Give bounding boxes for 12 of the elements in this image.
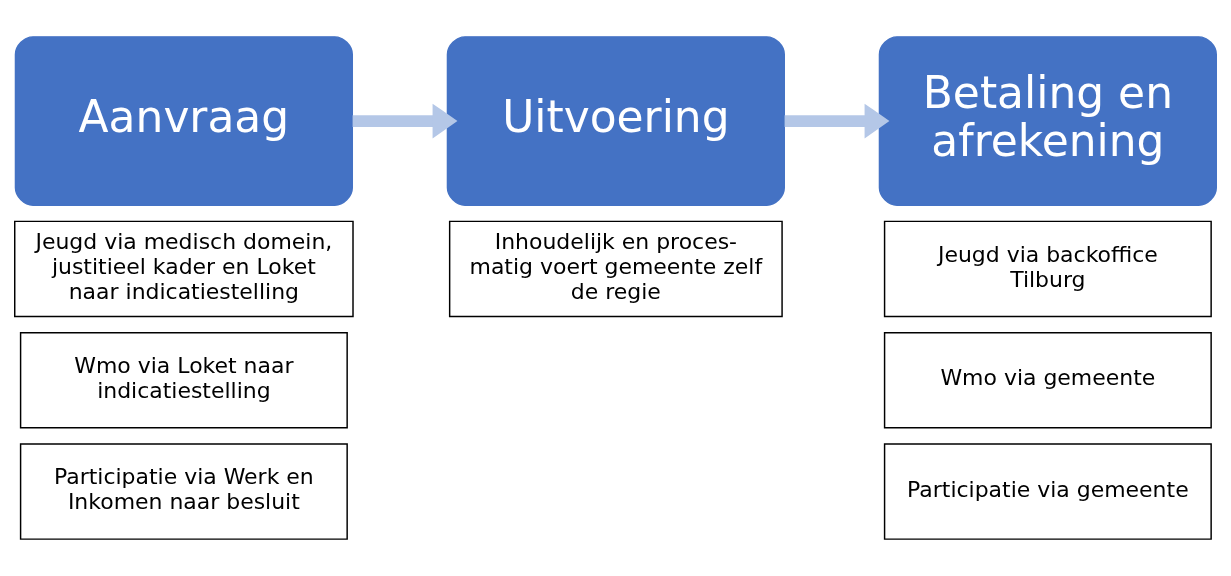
- arrow: [352, 103, 458, 139]
- node-box: Wmo via gemeente: [883, 331, 1212, 429]
- node-box: Wmo via Loket naar indicatiestelling: [19, 331, 348, 429]
- node-box: Betaling en afrekening: [878, 36, 1217, 206]
- arrow: [784, 103, 890, 139]
- node-box: Aanvraag: [14, 36, 353, 206]
- node-box: Jeugd via backoffice Tilburg: [883, 220, 1212, 318]
- node-box: Participatie via Werk en Inkomen naar besluit: [19, 443, 348, 540]
- node-box: Participatie via gemeente: [883, 443, 1212, 540]
- node-box: Jeugd via medisch domein, justitieel kader en Loket naar indicatiestelling: [14, 220, 354, 318]
- node-box: Uitvoering: [446, 36, 785, 206]
- node-box: Inhoudelijk en proces-matig voert gemeente zelf de regie: [448, 220, 783, 318]
